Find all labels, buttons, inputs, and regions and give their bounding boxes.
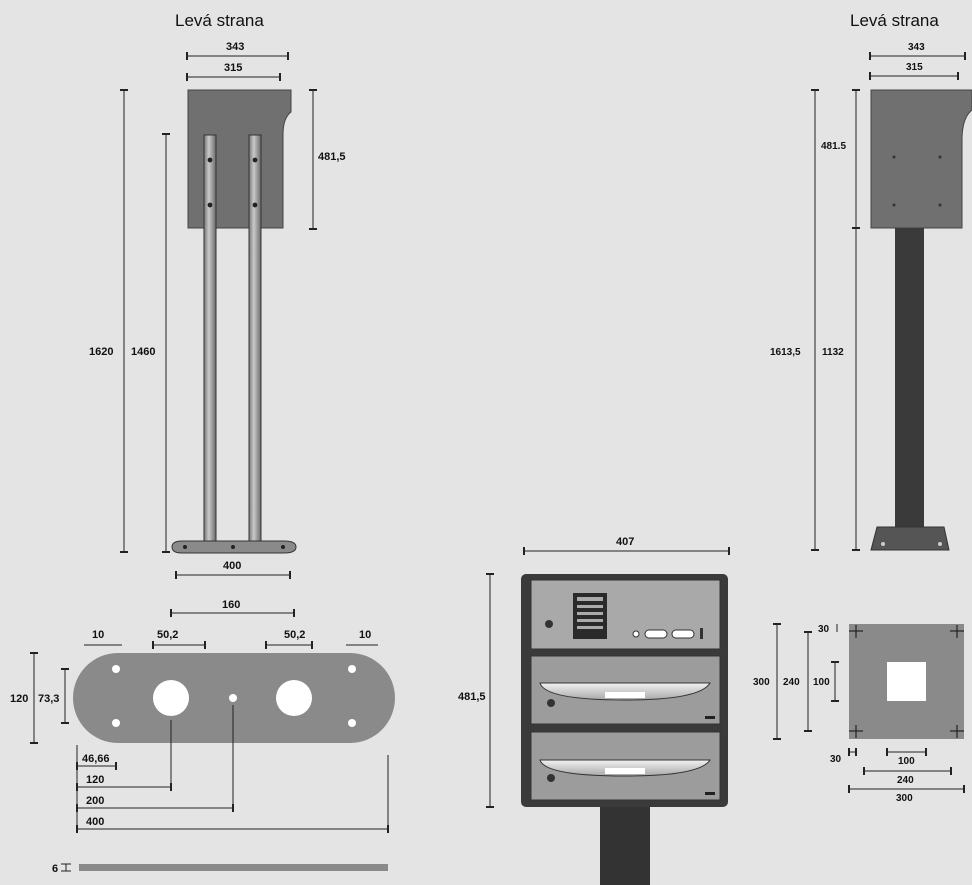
dim-offset-3: 200 xyxy=(86,795,104,807)
dim-post-height: 1460 xyxy=(131,346,155,358)
square-base-plate xyxy=(849,624,964,739)
dim-thickness: 6 xyxy=(52,863,58,875)
base-plate xyxy=(73,653,395,871)
right-base-foot xyxy=(870,526,950,551)
base-plate-dimensions: 160 50,2 50,2 10 10 120 73,3 46,66 120 2… xyxy=(10,599,389,875)
two-post-stand-dimensions: 343 315 481,5 1620 1460 400 xyxy=(89,41,346,579)
two-post-stand xyxy=(171,89,297,554)
dim-plate-height: 120 xyxy=(10,693,28,705)
single-post-stand xyxy=(870,89,972,551)
dim-hole-diameter-left: 50,2 xyxy=(157,629,178,641)
dim-hole-diameter-right: 50,2 xyxy=(284,629,305,641)
dim-edge-left: 10 xyxy=(92,629,104,641)
mailbox-assembly xyxy=(521,574,728,885)
dim-hole-pitch: 73,3 xyxy=(38,693,59,705)
post-left xyxy=(203,134,217,548)
right-mounting-panel xyxy=(870,89,972,229)
square-plate-dimensions: 300 240 100 30 30 100 240 300 xyxy=(753,623,965,804)
dim-square-edge: 30 xyxy=(818,624,830,635)
mailbox-post xyxy=(600,805,650,885)
dim-edge-right: 10 xyxy=(359,629,371,641)
dim-base-width: 400 xyxy=(223,560,241,572)
dim-total-height: 1620 xyxy=(89,346,113,358)
single-post xyxy=(895,228,924,544)
dim-square-outer: 300 xyxy=(753,677,770,688)
dim-offset-2: 120 xyxy=(86,774,104,786)
dim-square-opening: 100 xyxy=(813,677,830,688)
mounting-panel xyxy=(187,89,292,229)
plate-side-profile xyxy=(79,864,388,871)
post-right xyxy=(248,134,262,548)
dim-inner-width: 315 xyxy=(224,62,242,74)
dim-square-bottom-opening: 100 xyxy=(898,756,915,767)
dim-right-post-height: 1132 xyxy=(822,347,844,358)
speaker-grille xyxy=(573,593,607,639)
mailbox-dimensions: 407 481,5 xyxy=(458,536,730,808)
dim-right-panel-height: 481.5 xyxy=(821,141,846,152)
dim-hole-spacing: 160 xyxy=(222,599,240,611)
dim-offset-4: 400 xyxy=(86,816,104,828)
dim-square-bottom-edge: 30 xyxy=(830,754,842,765)
left-view-title: Levá strana xyxy=(175,11,264,30)
dim-mailbox-height: 481,5 xyxy=(458,691,486,703)
square-plate-opening xyxy=(887,662,926,701)
dim-right-inner-width: 315 xyxy=(906,62,923,73)
right-view-title: Levá strana xyxy=(850,11,939,30)
dim-square-bottom-inner: 240 xyxy=(897,775,914,786)
dim-offset-1: 46,66 xyxy=(82,753,110,765)
dim-right-total-height: 1613,5 xyxy=(770,347,801,358)
dim-right-top-width: 343 xyxy=(908,42,925,53)
single-post-dimensions: 343 315 481.5 1613,5 1132 xyxy=(770,42,966,551)
dim-mailbox-width: 407 xyxy=(616,536,634,548)
dim-top-width: 343 xyxy=(226,41,244,53)
dim-square-inner: 240 xyxy=(783,677,800,688)
dim-square-bottom-outer: 300 xyxy=(896,793,913,804)
intercom-module xyxy=(530,579,721,650)
dim-panel-height: 481,5 xyxy=(318,151,346,163)
